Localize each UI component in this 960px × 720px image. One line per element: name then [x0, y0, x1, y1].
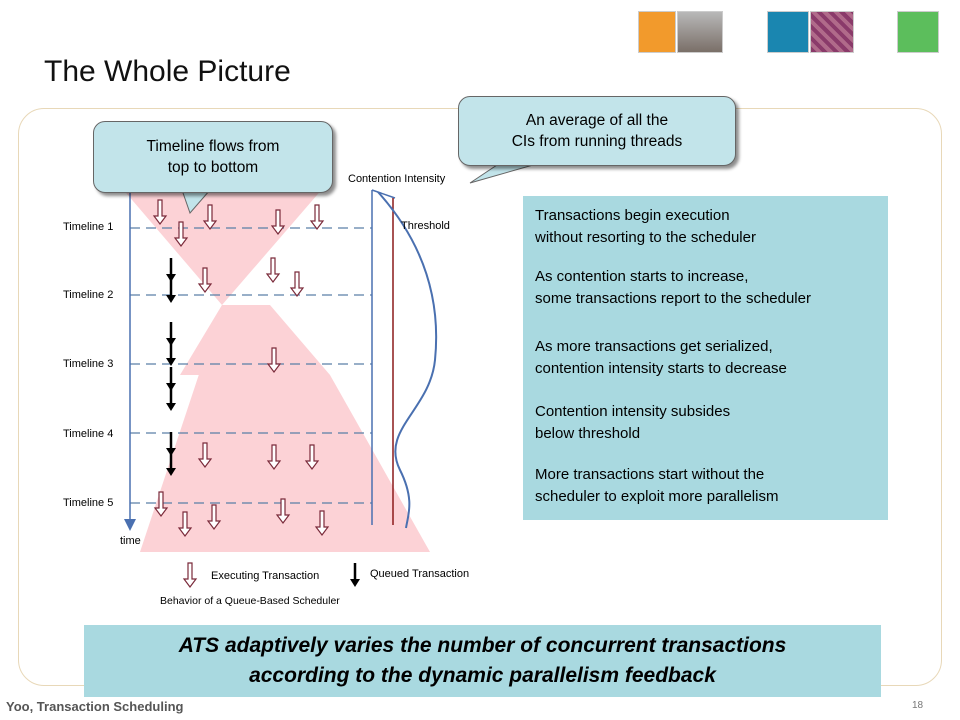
step-5-line2: scheduler to exploit more parallelism [535, 488, 779, 505]
step-2-line2: some transactions report to the schedule… [535, 290, 811, 307]
executing-transaction-arrow [314, 510, 330, 536]
executing-legend-arrow [182, 562, 198, 588]
chip-photo-thumbnail [810, 11, 854, 53]
contention-curve [377, 191, 438, 529]
step-item: As contention starts to increase, some t… [535, 266, 811, 310]
executing-transaction-arrow [153, 491, 169, 517]
queued-transaction-legend: Queued Transaction [370, 568, 469, 580]
executing-transaction-legend: Executing Transaction [211, 570, 319, 582]
executing-transaction-arrow [197, 442, 213, 468]
diagram-caption: Behavior of a Queue-Based Scheduler [160, 595, 340, 607]
executing-transaction-arrow [206, 504, 222, 530]
executing-transaction-arrow [265, 257, 281, 283]
timeline-2-label: Timeline 2 [63, 289, 113, 301]
executing-legend-icon [182, 562, 198, 588]
executing-transaction-arrow [270, 209, 286, 235]
step-3-line2: contention intensity starts to decrease [535, 360, 787, 377]
step-item: Transactions begin execution without res… [535, 205, 756, 249]
step-3-line1: As more transactions get serialized, [535, 338, 773, 355]
queued-transaction-arrowhead [166, 468, 176, 476]
time-label: time [120, 535, 141, 547]
timeline-1-label: Timeline 1 [63, 221, 113, 233]
timeline-4-label: Timeline 4 [63, 428, 113, 440]
executing-transaction-arrow [304, 444, 320, 470]
summary-line2: according to the dynamic parallelism fee… [249, 664, 716, 687]
executing-transaction-arrows [152, 199, 330, 537]
executing-transaction-arrow [289, 271, 305, 297]
step-4-line2: below threshold [535, 425, 641, 442]
step-4-line1: Contention intensity subsides [535, 403, 731, 420]
author-footer: Yoo, Transaction Scheduling [6, 699, 184, 714]
step-2-line1: As contention starts to increase, [535, 268, 749, 285]
summary-line1: ATS adaptively varies the number of conc… [178, 634, 787, 657]
campus-photo-thumbnail [677, 11, 723, 53]
queued-transaction-arrows [166, 258, 176, 476]
executing-transaction-arrow [197, 267, 213, 293]
step-item: Contention intensity subsides below thre… [535, 401, 730, 445]
blue-thumbnail [767, 11, 809, 53]
step-1-line2: without resorting to the scheduler [535, 229, 756, 246]
page-number: 18 [912, 700, 924, 711]
average-callout: An average of all the CIs from running t… [458, 96, 736, 166]
executing-transaction-arrow [177, 511, 193, 537]
timeline-5-label: Timeline 5 [63, 497, 113, 509]
timeline-callout-line2: top to bottom [167, 159, 259, 176]
average-callout-pointer [469, 162, 541, 184]
queued-transaction-arrowhead [166, 295, 176, 303]
step-1-line1: Transactions begin execution [535, 207, 730, 224]
hourglass-neck [180, 305, 330, 375]
timeline-callout-line1: Timeline flows from [146, 138, 280, 155]
timeline-3-label: Timeline 3 [63, 358, 113, 370]
average-callout-line1: An average of all the [525, 112, 669, 129]
contention-intensity-label: Contention Intensity [348, 173, 446, 185]
queued-transaction-arrowhead [166, 358, 176, 366]
executing-transaction-arrow [275, 498, 291, 524]
step-5-line1: More transactions start without the [535, 466, 765, 483]
executing-transaction-arrow [309, 204, 325, 230]
queued-legend-icon [350, 563, 360, 587]
slide-title: The Whole Picture [44, 55, 291, 88]
queued-transaction-arrowhead [166, 274, 176, 282]
queued-transaction-arrowhead [350, 579, 360, 587]
orange-thumbnail [638, 11, 676, 53]
executing-transaction-arrow [266, 347, 282, 373]
average-callout-line2: CIs from running threads [511, 133, 683, 150]
phase-steps-panel: Transactions begin execution without res… [523, 196, 888, 520]
executing-transaction-arrow [266, 444, 282, 470]
step-item: More transactions start without the sche… [535, 464, 778, 508]
threshold-label: Threshold [401, 220, 450, 232]
queued-transaction-arrowhead [166, 403, 176, 411]
executing-transaction-arrow [173, 221, 189, 247]
green-thumbnail [897, 11, 939, 53]
summary-banner: ATS adaptively varies the number of conc… [84, 625, 881, 697]
executing-transaction-arrow [152, 199, 168, 225]
step-item: As more transactions get serialized, con… [535, 336, 787, 380]
executing-transaction-arrow [202, 204, 218, 230]
timeline-callout: Timeline flows from top to bottom [93, 121, 333, 193]
